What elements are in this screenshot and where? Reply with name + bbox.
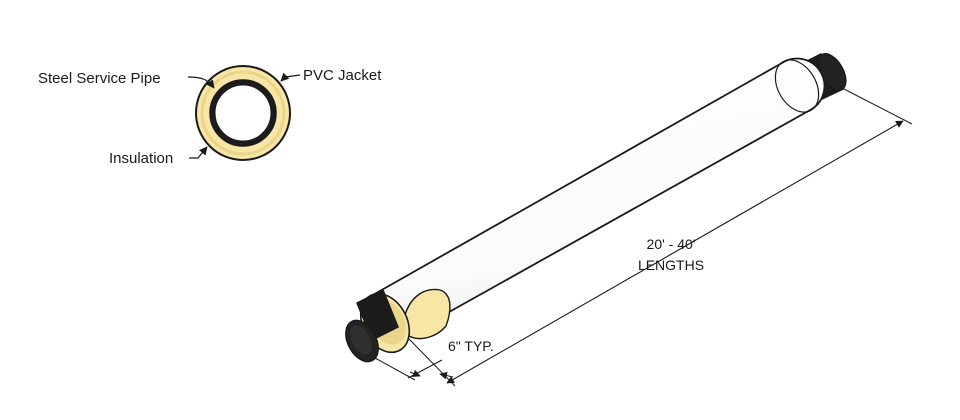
length-value-label: 20' - 40' xyxy=(647,236,696,252)
isometric-pipe xyxy=(345,53,847,363)
length-caption-label: LENGTHS xyxy=(638,257,704,273)
steel-service-pipe-label: Steel Service Pipe xyxy=(38,70,161,87)
insulation-leader xyxy=(189,146,208,159)
cross-section: Steel Service Pipe PVC Jacket Insulation xyxy=(38,65,382,167)
far-jacket-rim xyxy=(774,59,820,113)
insulation-ring-shade xyxy=(200,70,286,156)
pvc-jacket-leader xyxy=(280,72,301,82)
ext-line-far xyxy=(841,87,913,125)
cutback-label: 6" TYP. xyxy=(448,338,494,354)
pvc-jacket-label: PVC Jacket xyxy=(303,67,382,84)
cutback-arrow-right xyxy=(439,371,454,380)
pipe-bore xyxy=(214,84,272,142)
cutback-dimension-line xyxy=(407,359,443,379)
dimension-lines: 20' - 40' LENGTHS 6" TYP. xyxy=(374,87,913,387)
near-steel-stub-highlight xyxy=(350,325,372,355)
cutback-arrow-left xyxy=(409,369,421,378)
insulation-label: Insulation xyxy=(109,150,173,167)
ext-line-near-steel xyxy=(374,357,416,381)
length-dimension-line xyxy=(446,120,904,384)
steel-pipe-leader xyxy=(187,76,215,89)
